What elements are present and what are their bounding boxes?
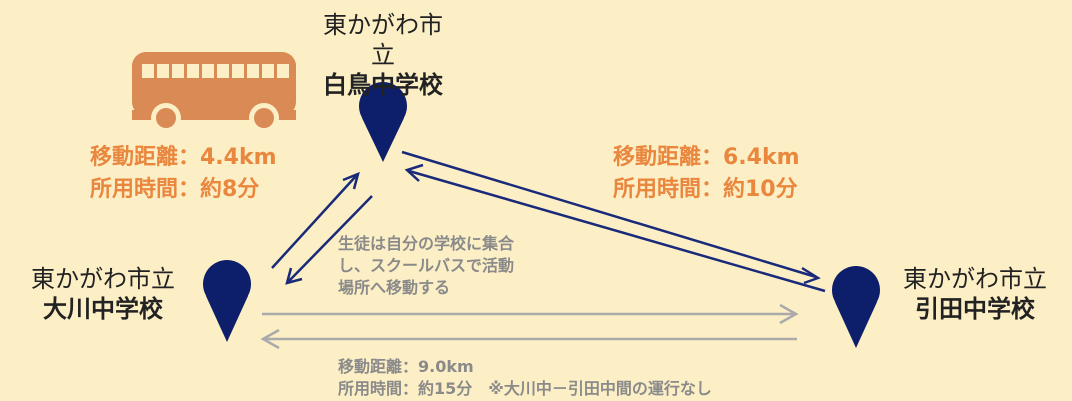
school-name-okawa: 大川中学校: [43, 295, 163, 323]
school-city-okawa: 東かがわ市立: [31, 265, 175, 293]
route-arrows-okawa-shiratori: [271, 171, 373, 285]
school-city-hiketa: 東かがわ市立: [903, 265, 1047, 293]
route-distance-shiratori-hiketa: 移動距離：6.4km: [613, 145, 800, 170]
route-info-okawa-hiketa: 移動距離：9.0km 所用時間：約15分 ※大川中－引田中間の運行なし: [338, 356, 712, 400]
gathering-note: 生徒は自分の学校に集合 し、スクールバスで活動 場所へ移動する: [338, 233, 514, 299]
school-label-hiketa: 東かがわ市立 引田中学校: [892, 264, 1058, 324]
school-name-hiketa: 引田中学校: [915, 295, 1035, 323]
gathering-note-line-1: 生徒は自分の学校に集合: [338, 234, 515, 253]
gathering-note-line-3: 場所へ移動する: [338, 278, 451, 297]
route-distance-okawa-shiratori: 移動距離：4.4km: [90, 145, 277, 170]
map-pin-icon-okawa: [203, 260, 251, 342]
route-time-shiratori-hiketa: 所用時間：約10分: [613, 177, 798, 202]
route-arrows-shiratori-hiketa: [401, 150, 826, 293]
school-label-shiratori: 東かがわ市立 白鳥中学校: [316, 10, 450, 100]
route-info-shiratori-hiketa: 移動距離：6.4km 所用時間：約10分: [613, 142, 800, 206]
school-label-okawa: 東かがわ市立 大川中学校: [14, 264, 192, 324]
gathering-note-line-2: し、スクールバスで活動: [338, 256, 515, 275]
route-arrows-okawa-hiketa: [260, 303, 799, 350]
bus-icon: [132, 52, 296, 133]
route-distance-okawa-hiketa: 移動距離：9.0km: [338, 357, 474, 376]
map-pin-icon-shiratori: [359, 82, 407, 162]
school-name-shiratori: 白鳥中学校: [323, 71, 443, 99]
route-info-okawa-shiratori: 移動距離：4.4km 所用時間：約8分: [90, 142, 277, 206]
school-city-shiratori: 東かがわ市立: [323, 11, 443, 69]
route-time-okawa-shiratori: 所用時間：約8分: [90, 177, 260, 202]
map-pin-icon-hiketa: [832, 266, 880, 348]
route-time-okawa-hiketa: 所用時間：約15分 ※大川中－引田中間の運行なし: [338, 379, 712, 398]
